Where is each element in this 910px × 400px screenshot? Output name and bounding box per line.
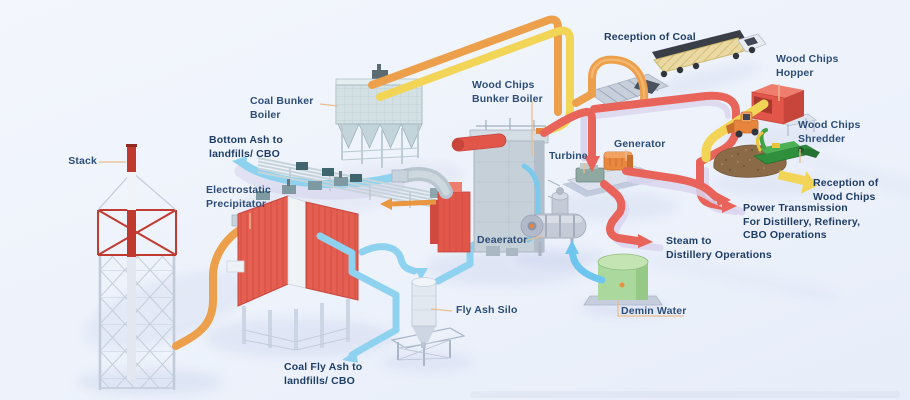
label-power-transmission: Power Transmission For Distillery, Refin… [743, 202, 861, 242]
label-wood-chips-hopper: Wood Chips Hopper [776, 53, 839, 79]
demin-water-tank [583, 253, 663, 306]
label-generator: Generator [614, 138, 666, 150]
wood-chips-feed-pipe [701, 99, 769, 163]
label-wood-chips-bunker-boiler: Wood Chips Bunker Boiler [472, 79, 543, 105]
coal-unloading-pipe [572, 55, 649, 107]
power-transmission-arrow [722, 199, 737, 213]
label-turbine: Turbine [549, 150, 588, 162]
label-reception-of-wood-chips: Reception of Wood Chips [813, 177, 879, 203]
generator-unit [603, 151, 633, 171]
wood-chips-boiler-structure [380, 118, 561, 256]
label-stack: Stack [68, 155, 97, 167]
label-electrostatic-precipitator: Electrostatic Precipitator [206, 184, 271, 210]
power-transmission-arrow-2 [714, 191, 731, 206]
demin-water-pipe [565, 240, 606, 284]
label-reception-of-coal: Reception of Coal [604, 31, 696, 43]
label-coal-bunker-boiler: Coal Bunker Boiler [250, 95, 314, 121]
fly-ash-silo-structure [390, 277, 466, 366]
coal-fly-ash-arrow [342, 350, 358, 363]
stack-structure [97, 144, 177, 390]
wheel-loader [726, 111, 759, 138]
label-steam-to-distillery: Steam to Distillery Operations [666, 235, 772, 261]
steam-to-turbine-arrow [584, 156, 600, 172]
label-fly-ash-silo: Fly Ash Silo [456, 304, 518, 316]
label-coal-fly-ash: Coal Fly Ash to landfills/ CBO [284, 361, 363, 387]
pipe-rack [257, 157, 471, 217]
wood-chips-reception-arrow [777, 170, 818, 194]
label-demin-water: Demin Water [621, 305, 687, 317]
coal-delivery-truck [652, 30, 767, 78]
label-bottom-ash: Bottom Ash to landfills/ CBO [209, 134, 283, 160]
leader-lines [99, 84, 801, 317]
electrostatic-precipitator-structure [226, 171, 359, 351]
fly-ash-arrow [414, 268, 428, 280]
label-wood-chips-shredder: Wood Chips Shredder [798, 119, 861, 145]
wood-chips-hopper-structure [751, 84, 817, 136]
deaerator-unit [520, 187, 587, 256]
steam-to-distillery-arrow [638, 234, 653, 248]
bottom-edge-artifact [470, 391, 900, 398]
label-deaerator: Deaerator [477, 234, 528, 246]
steam-pipes [540, 91, 746, 252]
